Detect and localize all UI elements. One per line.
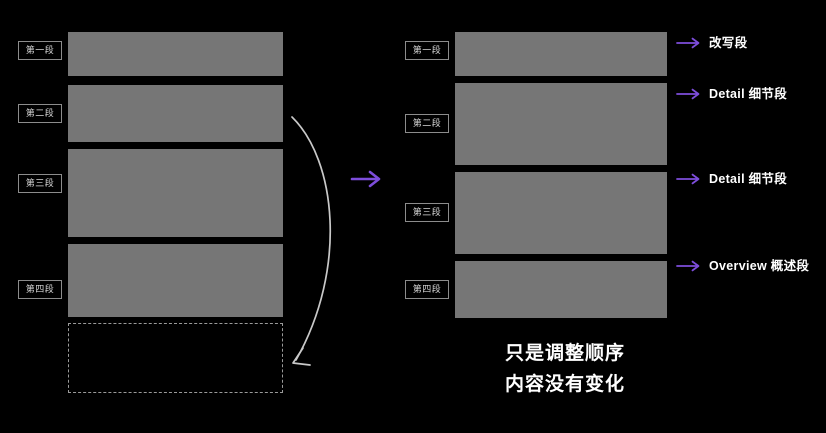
right-block-2 [455,83,667,165]
annotation-arrow-icon [676,260,700,272]
annotation-2-label: Detail 细节段 [709,86,788,101]
reorder-curve-arrow-icon [291,116,332,366]
right-tag-4: 第四段 [405,280,449,299]
left-block-4 [68,244,283,317]
right-tag-2: 第二段 [405,114,449,133]
annotation-4-label: Overview 概述段 [709,258,810,273]
annotation-arrow-icon [676,37,700,49]
caption-line-2: 内容没有变化 [504,374,625,395]
annotation-2: Detail 细节段 [676,87,787,101]
right-block-3 [455,172,667,254]
right-tag-1: 第一段 [405,41,449,60]
right-block-4 [455,261,667,318]
left-tag-4: 第四段 [18,280,62,299]
annotation-arrow-icon [676,88,700,100]
annotation-3-label: Detail 细节段 [709,171,788,186]
right-block-1 [455,32,667,76]
annotation-1: 改写段 [676,36,747,50]
left-tag-1: 第一段 [18,41,62,60]
annotation-4: Overview 概述段 [676,259,809,273]
left-block-2 [68,85,283,142]
left-block-1 [68,32,283,76]
transform-arrow-icon [350,170,381,188]
caption-line-1: 只是调整顺序 [504,343,625,364]
annotation-3: Detail 细节段 [676,172,787,186]
left-tag-2: 第二段 [18,104,62,123]
annotation-1-label: 改写段 [709,35,748,50]
annotation-arrow-icon [676,173,700,185]
left-block-3 [68,149,283,237]
empty-slot-placeholder [68,323,283,393]
left-tag-3: 第三段 [18,174,62,193]
right-tag-3: 第三段 [405,203,449,222]
